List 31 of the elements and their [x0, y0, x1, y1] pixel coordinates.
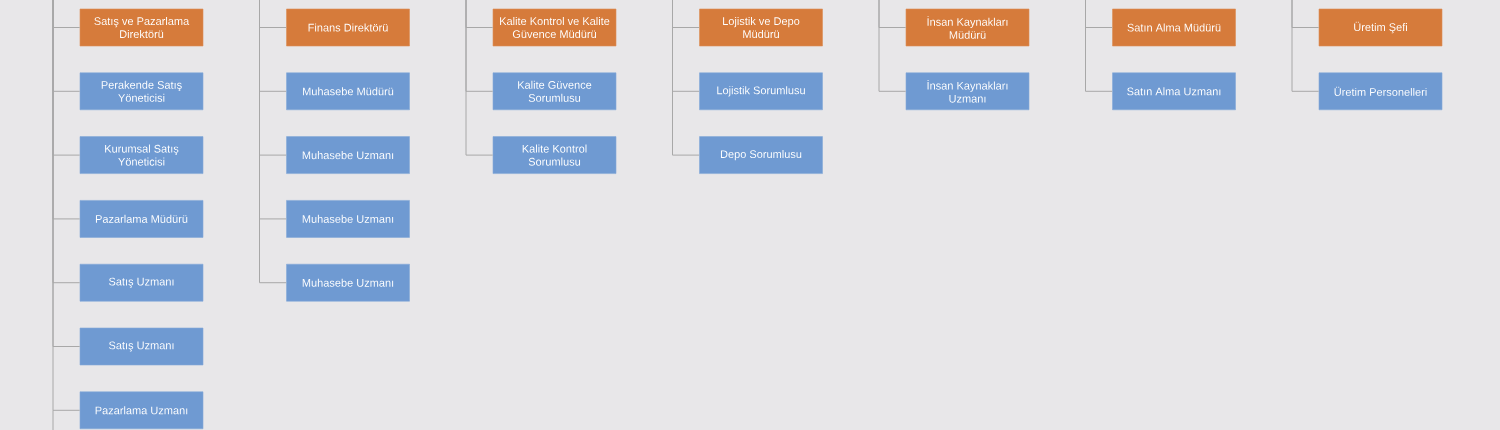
- title-box: Finans Direktörü: [286, 8, 410, 47]
- position-box: Perakende Satış Yöneticisi: [79, 72, 204, 111]
- title-box: Lojistik ve Depo Müdürü: [699, 8, 823, 47]
- position-box: Pazarlama Müdürü: [79, 200, 204, 238]
- position-box: Muhasebe Uzmanı: [286, 136, 410, 174]
- position-box: Pazarlama Uzmanı: [79, 391, 204, 430]
- position-box: Kalite Güvence Sorumlusu: [492, 72, 617, 111]
- position-box: Kurumsal Satış Yöneticisi: [79, 136, 204, 174]
- position-box: Satış Uzmanı: [79, 327, 204, 366]
- position-box: Depo Sorumlusu: [699, 136, 823, 174]
- title-box: Kalite Kontrol ve Kalite Güvence Müdürü: [492, 8, 617, 47]
- position-box: Muhasebe Uzmanı: [286, 200, 410, 238]
- connector-line: [672, 0, 700, 156]
- connector-line: [1291, 0, 1320, 92]
- position-box: Kalite Kontrol Sorumlusu: [492, 136, 617, 174]
- position-box: Muhasebe Uzmanı: [286, 263, 410, 302]
- connector-line: [878, 0, 907, 92]
- connector-line: [52, 0, 81, 430]
- connector-line: [465, 0, 494, 156]
- position-box: Satın Alma Uzmanı: [1112, 72, 1236, 111]
- position-box: İnsan Kaynakları Uzmanı: [905, 72, 1030, 111]
- position-box: Satış Uzmanı: [79, 263, 204, 302]
- connector-line: [259, 0, 287, 284]
- position-box: Lojistik Sorumlusu: [699, 72, 823, 111]
- connector-line: [1085, 0, 1113, 92]
- position-box: Üretim Personelleri: [1318, 72, 1443, 111]
- title-box: Üretim Şefi: [1318, 8, 1443, 47]
- title-box: Satış ve Pazarlama Direktörü: [79, 8, 204, 47]
- position-box: Muhasebe Müdürü: [286, 72, 410, 111]
- title-box: İnsan Kaynakları Müdürü: [905, 8, 1030, 47]
- title-box: Satın Alma Müdürü: [1112, 8, 1236, 47]
